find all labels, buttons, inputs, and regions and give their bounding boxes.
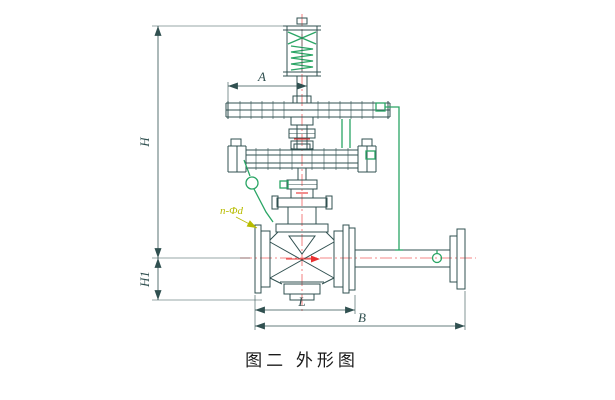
condensate-loop <box>245 176 259 190</box>
spring-housing <box>283 17 321 103</box>
pressure-tap-valve <box>431 252 443 264</box>
dimension-h1: H1 <box>137 258 262 301</box>
impulse-tubing-right <box>341 106 443 264</box>
dimension-b: B <box>255 291 466 330</box>
dimension-h: H <box>137 25 283 259</box>
outlet-pipe <box>355 228 466 290</box>
pipe-mating-flange <box>348 227 356 291</box>
figure-caption: 图二 外形图 <box>245 351 359 370</box>
actuator-stem <box>288 125 316 150</box>
chamber-brackets <box>227 138 377 173</box>
dim-label-h1: H1 <box>137 271 152 288</box>
bolt-hole-callout: n-Φd <box>220 205 258 229</box>
actuator-diaphragm <box>225 95 391 126</box>
dimension-a: A <box>227 69 307 101</box>
valve-bonnet <box>271 168 333 233</box>
outlet-flange <box>342 224 350 294</box>
flow-arrow <box>286 255 320 263</box>
valve-body <box>254 224 356 301</box>
pipe-end-flange <box>456 228 466 290</box>
impulse-tubing-left <box>243 159 274 223</box>
bracket-tube-fitting <box>365 150 376 160</box>
bonnet-tube-fitting <box>279 180 289 189</box>
inlet-flange <box>254 224 262 294</box>
dim-label-b: B <box>358 310 366 325</box>
dim-label-h: H <box>137 137 152 148</box>
dim-label-a: A <box>257 69 266 84</box>
bolt-holes-label: n-Φd <box>220 205 244 217</box>
dim-label-l: L <box>297 294 305 309</box>
dimension-l: L <box>254 294 356 330</box>
